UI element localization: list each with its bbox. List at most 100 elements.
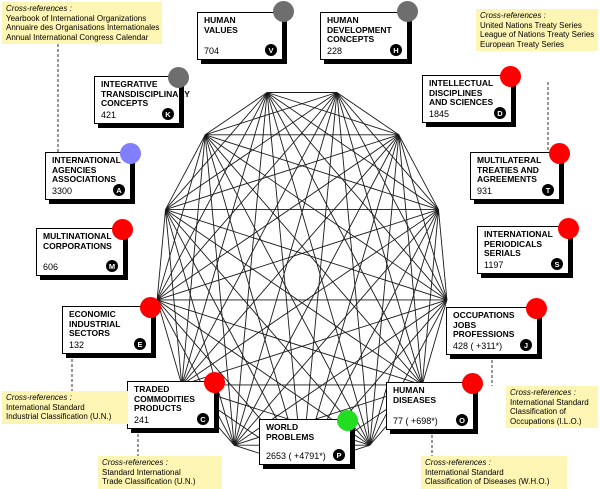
connection-line xyxy=(266,92,423,386)
connection-line xyxy=(165,92,268,210)
dot-grey-icon xyxy=(168,67,189,88)
connection-line xyxy=(181,92,338,386)
dot-red-icon xyxy=(549,143,570,164)
node-world-problems: World Problems 2653 ( +4791*) P xyxy=(259,419,351,465)
node-letter: K xyxy=(162,108,174,120)
connection-line xyxy=(156,299,183,386)
cross-reference-heading: Cross-references : xyxy=(425,458,491,467)
node-integrative-concepts: Integrative Transdisciplinary Concepts 4… xyxy=(94,76,190,124)
cross-reference-note: Cross-references : Standard Internationa… xyxy=(98,456,222,489)
dot-red-icon xyxy=(462,373,483,394)
connection-line xyxy=(156,299,235,446)
connection-line xyxy=(156,134,206,301)
dot-red-icon xyxy=(140,297,161,318)
node-count: 3300 xyxy=(52,186,73,196)
connection-line xyxy=(156,92,338,301)
connection-line xyxy=(181,209,439,386)
node-title: Multinational Corporations xyxy=(43,231,112,251)
connection-line xyxy=(266,92,371,446)
connection-line xyxy=(204,134,303,468)
node-count: 1197 xyxy=(484,260,504,270)
node-title: World Problems xyxy=(266,422,315,442)
connection-line xyxy=(233,134,400,446)
node-count: 931 xyxy=(477,186,493,196)
connection-line xyxy=(205,134,439,211)
node-count: 241 xyxy=(134,415,150,425)
connection-line xyxy=(165,134,206,210)
node-human-diseases: Human Diseases 77 ( +698*) O xyxy=(386,382,474,430)
connection-line xyxy=(205,92,338,136)
connection-line xyxy=(165,92,338,210)
node-count: 428 ( +311*) xyxy=(453,341,503,351)
cross-reference-note: Cross-references : International Standar… xyxy=(2,391,128,424)
node-letter: T xyxy=(542,184,554,196)
connection-line xyxy=(233,92,268,446)
connection-line xyxy=(165,209,371,446)
node-count: 704 xyxy=(204,46,220,56)
node-international-agencies: International Agencies Associations 3300… xyxy=(45,152,131,200)
node-letter: O xyxy=(456,414,468,426)
connection-line xyxy=(156,209,166,300)
node-title: Integrative Transdisciplinary Concepts xyxy=(101,79,190,108)
dot-red-icon xyxy=(558,218,579,239)
dot-red-icon xyxy=(204,372,225,393)
node-traded-commodities: Traded Commodities Products 241 C xyxy=(127,381,215,429)
node-economic-sectors: Economic Industrial Sectors 132 E xyxy=(62,306,152,354)
node-letter: M xyxy=(106,260,118,272)
cross-reference-heading: Cross-references : xyxy=(510,388,576,397)
node-letter: V xyxy=(265,44,277,56)
connection-line xyxy=(233,209,439,446)
connection-line xyxy=(266,92,303,468)
node-human-development-concepts: Human Development Concepts 228 H xyxy=(320,12,408,60)
node-international-periodicals: International Periodicals Serials 1197 S xyxy=(477,226,569,274)
connection-line xyxy=(165,134,399,211)
node-count: 2653 ( +4791*) xyxy=(266,451,326,461)
node-count: 421 xyxy=(101,110,117,120)
node-title: Intellectual Disciplines and Sciences xyxy=(429,78,494,107)
connection-line xyxy=(233,92,338,446)
cross-reference-heading: Cross-references : xyxy=(6,393,72,402)
connection-line xyxy=(398,134,423,385)
connection-line xyxy=(165,209,423,386)
cross-reference-heading: Cross-references : xyxy=(102,458,168,467)
node-title: Economic Industrial Sectors xyxy=(69,309,121,338)
dot-red-icon xyxy=(500,66,521,87)
node-title: Human Development Concepts xyxy=(327,15,392,44)
connection-line xyxy=(181,134,400,386)
node-letter: C xyxy=(197,413,209,425)
node-title: International Periodicals Serials xyxy=(484,229,553,258)
node-title: Human Diseases xyxy=(393,385,436,405)
node-letter: H xyxy=(390,44,402,56)
dot-grey-icon xyxy=(397,1,418,22)
dot-red-icon xyxy=(526,298,547,319)
connection-line xyxy=(266,92,439,210)
node-title: Human Values xyxy=(204,15,238,35)
cross-reference-note: Cross-references : United Nations Treaty… xyxy=(476,9,598,51)
connection-line xyxy=(204,134,235,446)
connection-line xyxy=(398,134,448,301)
connection-line xyxy=(336,92,400,136)
connection-line xyxy=(165,209,448,301)
cross-reference-note: Cross-references : Yearbook of Internati… xyxy=(2,2,162,44)
node-count: 132 xyxy=(69,340,85,350)
connection-line xyxy=(181,299,448,386)
connection-line xyxy=(369,209,439,446)
node-letter: P xyxy=(333,449,345,461)
node-count: 77 ( +698*) xyxy=(393,416,438,426)
node-human-values: Human Values 704 V xyxy=(197,12,283,60)
node-count: 1845 xyxy=(429,109,450,119)
node-title: Multilateral Treaties and Agreements xyxy=(477,155,542,184)
connection-line xyxy=(301,134,400,468)
cross-reference-heading: Cross-references : xyxy=(480,11,546,20)
dot-grey-icon xyxy=(273,1,294,22)
connection-line xyxy=(266,92,448,301)
node-title: International Agencies Associations xyxy=(52,155,121,184)
node-title: Traded Commodities Products xyxy=(134,384,195,413)
connection-line xyxy=(204,134,423,386)
connection-line xyxy=(165,209,183,385)
connection-line xyxy=(336,92,448,301)
connection-line xyxy=(398,134,439,210)
connection-line xyxy=(266,92,399,136)
connection-line xyxy=(181,92,268,386)
connection-line xyxy=(421,209,439,385)
